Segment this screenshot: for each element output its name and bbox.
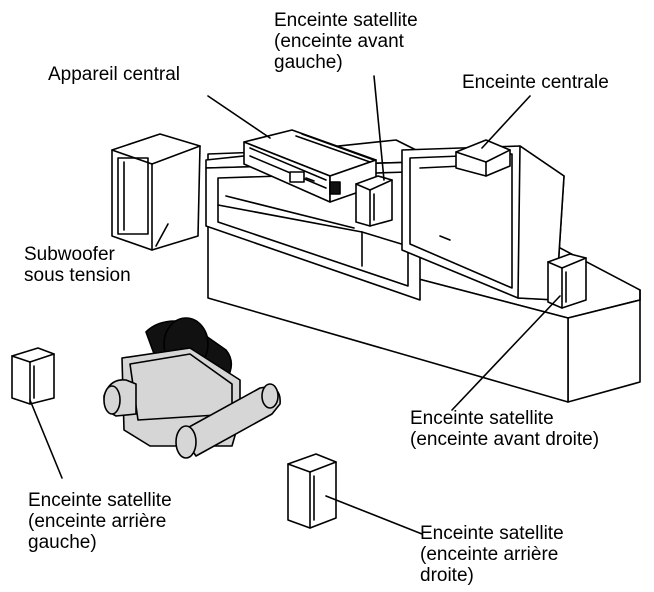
label-subwoofer: Subwoofer sous tension bbox=[24, 244, 131, 286]
label-satellite-avant-gauche: Enceinte satellite (enceinte avant gauch… bbox=[274, 10, 418, 73]
label-satellite-avant-droite: Enceinte satellite (enceinte avant droit… bbox=[410, 408, 600, 450]
armchair bbox=[103, 317, 281, 459]
front-right-satellite bbox=[547, 253, 587, 309]
front-left-satellite bbox=[355, 175, 393, 227]
rear-right-satellite bbox=[287, 453, 337, 529]
leader-lines bbox=[29, 75, 561, 535]
label-satellite-arriere-gauche: Enceinte satellite (enceinte arrière gau… bbox=[28, 490, 172, 553]
rear-left-satellite bbox=[11, 347, 55, 405]
label-satellite-arriere-droite: Enceinte satellite (enceinte arrière dro… bbox=[420, 523, 564, 586]
label-enceinte-centrale: Enceinte centrale bbox=[462, 72, 609, 93]
subwoofer bbox=[111, 133, 201, 251]
label-appareil-central: Appareil central bbox=[48, 64, 181, 85]
main-unit bbox=[243, 129, 377, 203]
center-speaker bbox=[455, 139, 511, 177]
